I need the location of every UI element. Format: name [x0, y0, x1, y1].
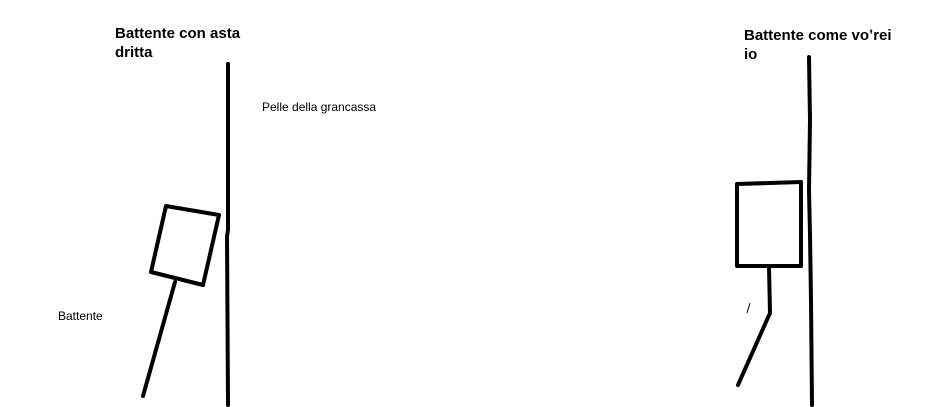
left-title-line1: Battente con asta	[115, 25, 241, 42]
left-beater-shaft	[141, 280, 177, 398]
right-title-line2: io	[744, 45, 758, 63]
left-title: Battente con asta dritta	[115, 25, 240, 63]
left-title-line2: dritta	[115, 43, 153, 61]
left-drum-skin-line	[225, 62, 230, 407]
right-beater-head	[735, 180, 803, 268]
right-drum-skin-line	[807, 55, 814, 407]
drum-skin-label: Pelle della grancassa	[262, 100, 377, 114]
left-beater-head	[149, 204, 221, 287]
right-beater-shaft	[736, 265, 772, 387]
beater-label: Battente	[58, 309, 103, 323]
right-title-line1: Battente come voʼrei	[744, 27, 892, 44]
right-title: Battente come voʼrei io	[744, 27, 892, 65]
stray-mark	[746, 302, 751, 314]
